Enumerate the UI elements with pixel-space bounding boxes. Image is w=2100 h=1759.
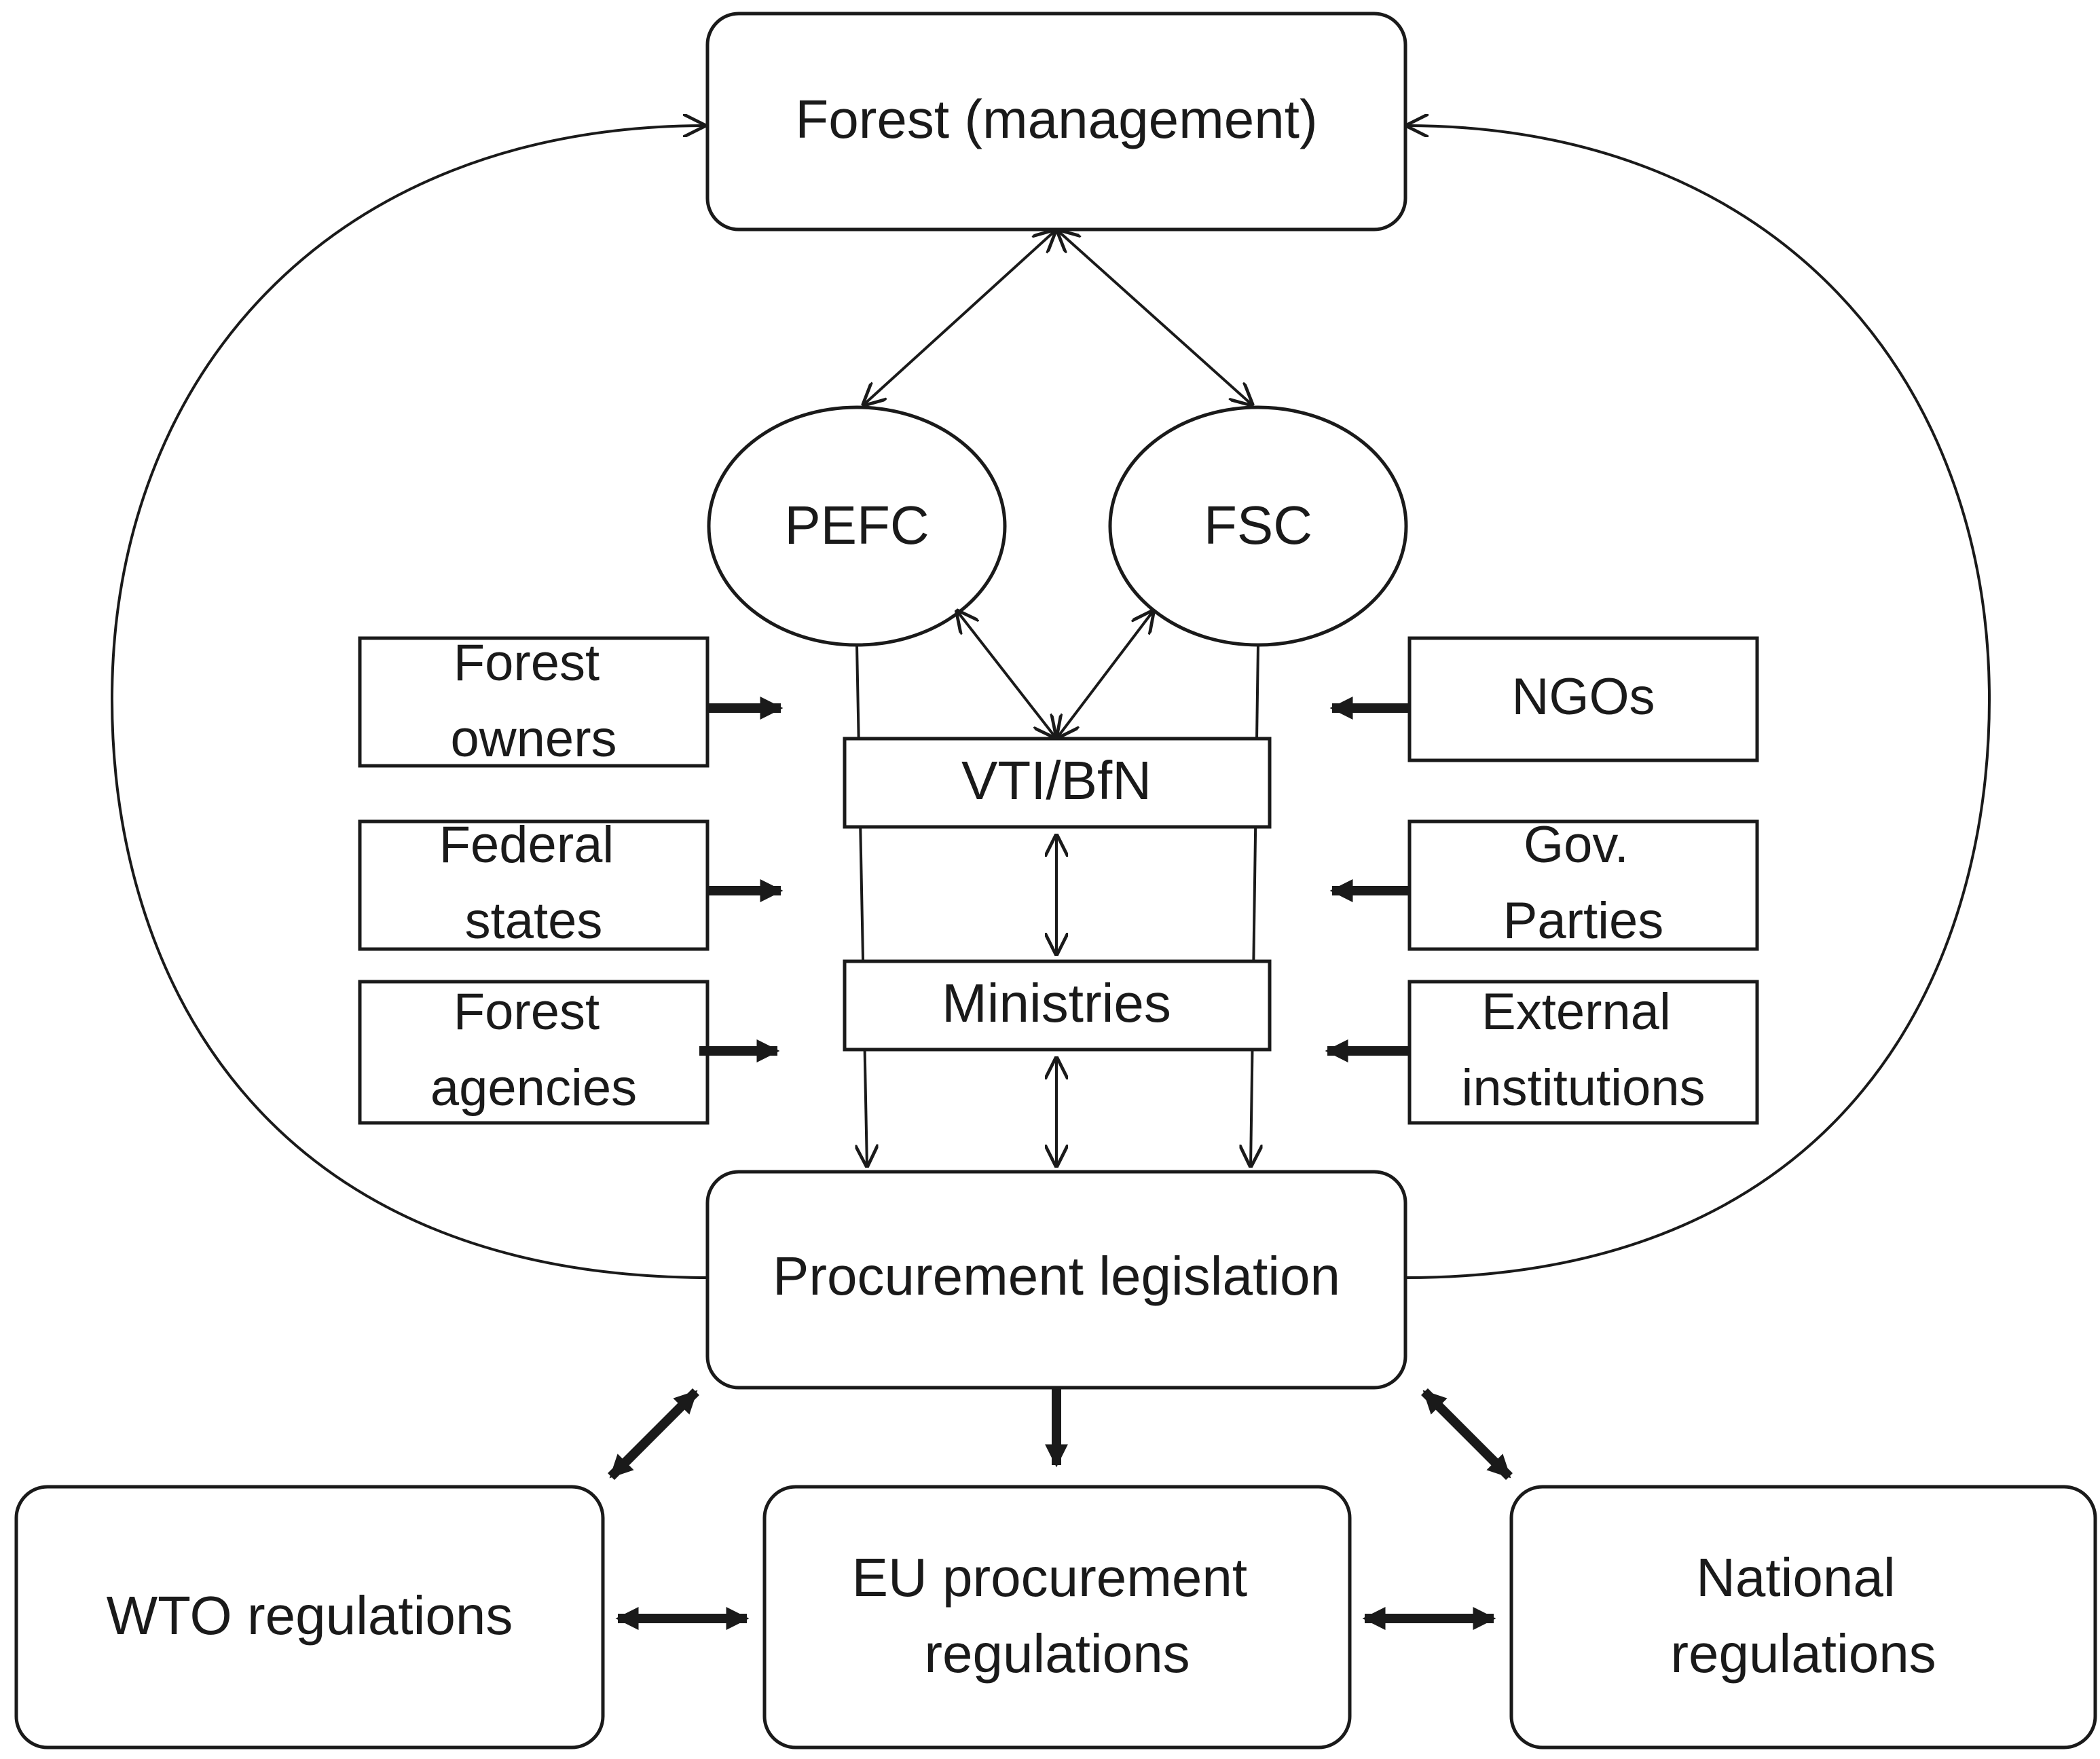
actor-external-institutions-line1: External [1481, 983, 1671, 1041]
svg-text:Forest owners: Forest owners [451, 634, 617, 768]
national-regulations-box: National regulations [1509, 1485, 2097, 1749]
svg-text:External institutions: External institutions [1461, 983, 1705, 1117]
actor-external-institutions: External institutions [1407, 980, 1759, 1125]
arrow-procurement-wto [608, 1388, 699, 1480]
actor-federal-states: Federal states [358, 816, 710, 951]
pefc-ellipse: PEFC [707, 405, 1007, 647]
actor-ngos-label: NGOs [1511, 668, 1655, 726]
arrow-fsc-vti [1056, 610, 1154, 739]
forest-management-label: Forest (management) [795, 89, 1317, 149]
arrow-pefc-vti [956, 610, 1056, 739]
svg-text:Gov. Parties: Gov. Parties [1503, 816, 1664, 950]
arrow-forest-pefc [862, 229, 1056, 406]
ministries-box: Ministries [843, 959, 1272, 1052]
actor-gov-parties: Gov. Parties [1407, 816, 1759, 951]
pefc-label: PEFC [784, 495, 929, 555]
wto-regulations-box: WTO regulations [14, 1485, 605, 1749]
fsc-ellipse: FSC [1108, 405, 1408, 647]
actor-forest-agencies: Forest agencies [358, 980, 710, 1125]
procurement-legislation-label: Procurement legislation [773, 1246, 1340, 1306]
svg-text:National regulations: National regulations [1670, 1547, 1936, 1684]
svg-text:EU procurement regulatio: EU procurement regulations [852, 1547, 1263, 1684]
national-regulations-line2: regulations [1670, 1623, 1936, 1684]
eu-procurement-regulations-box: EU procurement regulations [762, 1485, 1352, 1749]
national-regulations-line1: National [1696, 1547, 1896, 1608]
vti-bfn-label: VTI/BfN [961, 750, 1152, 811]
actor-federal-states-line1: Federal [439, 816, 614, 874]
actor-gov-parties-line1: Gov. [1524, 816, 1629, 874]
loop-arc-left [110, 126, 710, 1279]
line-pefc-procurement [857, 644, 867, 1168]
arrow-procurement-national [1421, 1388, 1513, 1480]
actor-forest-agencies-line2: agencies [430, 1059, 637, 1117]
svg-text:Federal states: Federal states [439, 816, 629, 950]
actor-federal-states-line2: states [465, 892, 603, 950]
line-fsc-procurement [1251, 644, 1258, 1168]
eu-procurement-line2: regulations [924, 1623, 1190, 1684]
vti-bfn-box: VTI/BfN [843, 737, 1272, 829]
forest-management-box: Forest (management) [705, 12, 1407, 232]
loop-arc-right [1405, 126, 1991, 1279]
eu-procurement-line1: EU procurement [852, 1547, 1247, 1608]
actor-forest-owners-line2: owners [451, 710, 617, 768]
svg-text:Forest agencies: Forest agencies [430, 983, 637, 1117]
fsc-label: FSC [1204, 495, 1312, 555]
procurement-legislation-box: Procurement legislation [705, 1170, 1407, 1390]
actor-ngos: NGOs [1407, 636, 1759, 762]
actor-external-institutions-line2: institutions [1461, 1059, 1705, 1117]
actor-gov-parties-line2: Parties [1503, 892, 1664, 950]
arrow-forest-fsc [1056, 229, 1253, 406]
wto-regulations-label: WTO regulations [107, 1585, 513, 1646]
actor-forest-owners-line1: Forest [454, 634, 600, 692]
ministries-label: Ministries [942, 973, 1171, 1033]
actor-forest-agencies-line1: Forest [454, 983, 600, 1041]
actor-forest-owners: Forest owners [358, 634, 710, 768]
